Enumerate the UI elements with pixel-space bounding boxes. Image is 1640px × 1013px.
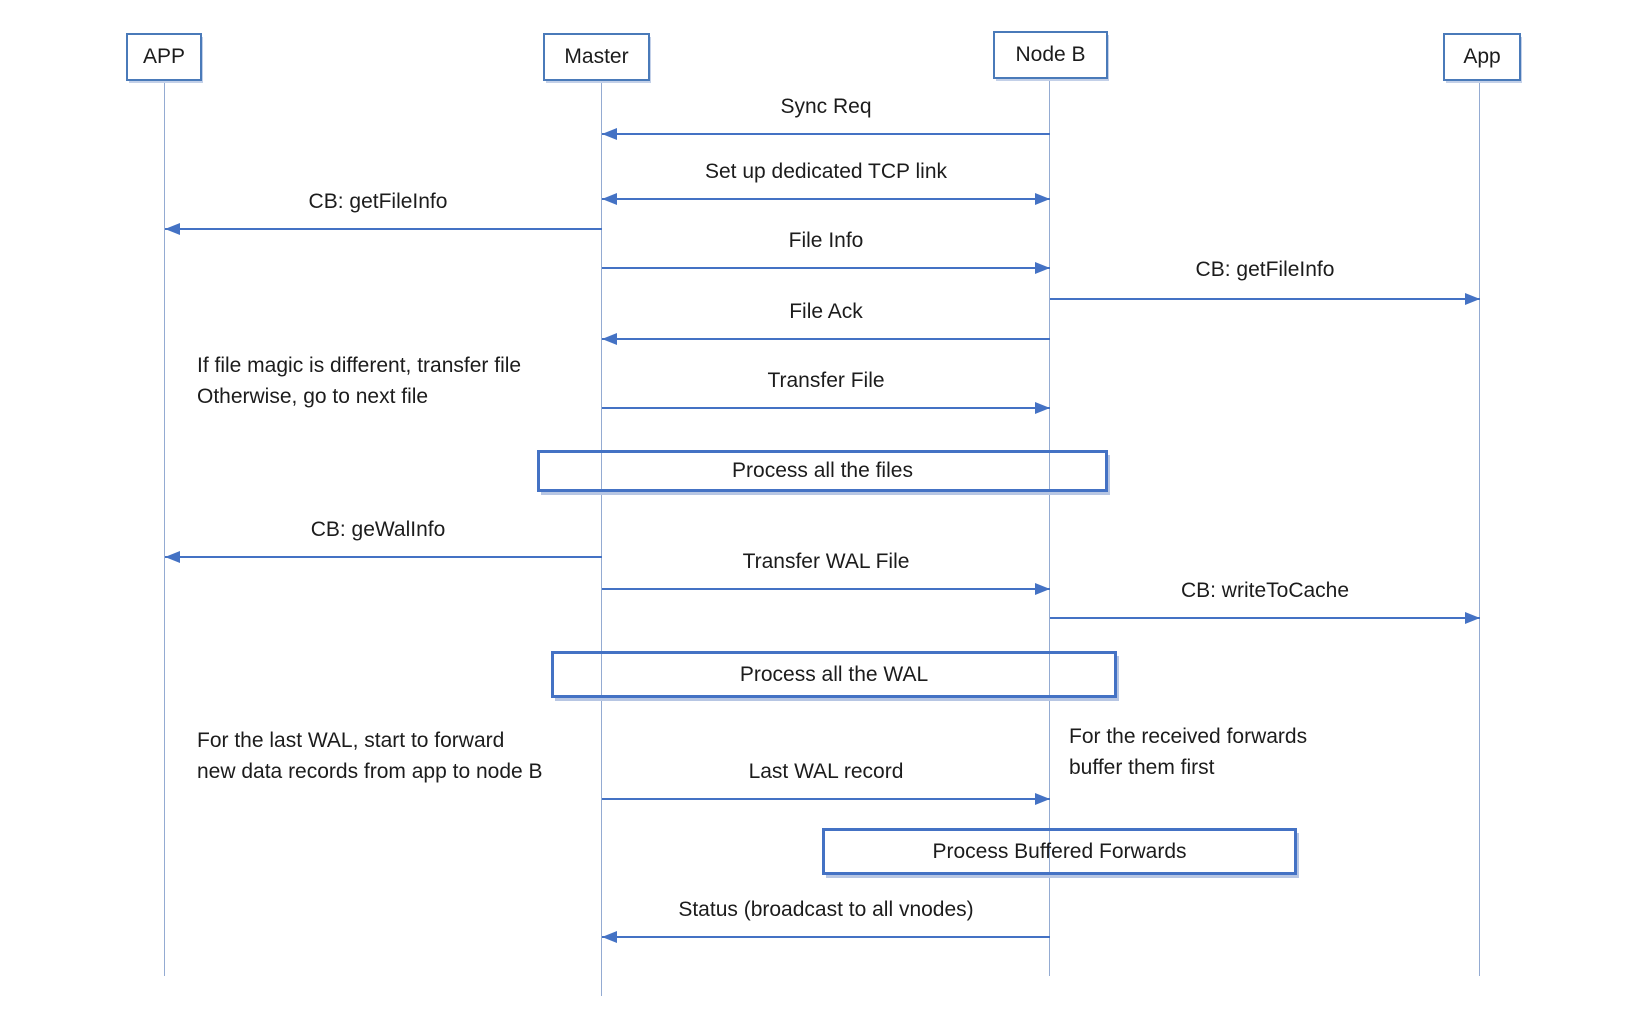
message-transfer-wal-label: Transfer WAL File — [742, 550, 910, 573]
message-last-wal-record-arrow-right-icon — [602, 793, 1050, 805]
message-tcp-link-arrow-both-icon — [602, 193, 1050, 205]
actor-master-label: Master — [564, 45, 629, 68]
process-box-buffered-forwards: Process Buffered Forwards — [822, 828, 1297, 875]
lifeline-node-b — [1049, 79, 1050, 976]
actor-node-b-label: Node B — [1015, 43, 1086, 66]
process-box-buffered-forwards-label: Process Buffered Forwards — [932, 839, 1187, 863]
message-sync-req-arrow-left-icon — [602, 128, 1050, 140]
note-last-wal-line2: new data records from app to node B — [197, 760, 543, 783]
actor-app-left: APP — [126, 33, 202, 81]
note-file-magic-line2: Otherwise, go to next file — [197, 385, 429, 408]
actor-master: Master — [543, 33, 650, 81]
lifeline-app-left — [164, 81, 165, 976]
note-received-forwards: For the received forwards buffer them fi… — [1069, 721, 1307, 783]
actor-node-b: Node B — [993, 31, 1108, 79]
message-cb-getfileinfo-right-arrow-right-icon — [1050, 293, 1480, 305]
note-file-magic-line1: If file magic is different, transfer fil… — [197, 354, 522, 377]
message-last-wal-record-label: Last WAL record — [748, 760, 904, 783]
message-status-label: Status (broadcast to all vnodes) — [678, 898, 974, 921]
process-box-files: Process all the files — [537, 450, 1108, 492]
actor-app-right-label: App — [1463, 45, 1501, 68]
process-box-wal: Process all the WAL — [551, 651, 1117, 698]
message-cb-writetocache-label: CB: writeToCache — [1180, 579, 1350, 602]
lifeline-app-right — [1479, 81, 1480, 976]
message-transfer-wal-arrow-right-icon — [602, 583, 1050, 595]
message-tcp-link-label: Set up dedicated TCP link — [704, 160, 948, 183]
note-received-forwards-line2: buffer them first — [1069, 756, 1215, 779]
message-cb-gewalinfo-label: CB: geWalInfo — [310, 518, 446, 541]
note-received-forwards-line1: For the received forwards — [1069, 725, 1308, 748]
process-box-files-label: Process all the files — [732, 459, 913, 482]
message-cb-getfileinfo-left-label: CB: getFileInfo — [308, 190, 448, 213]
message-cb-getfileinfo-left-arrow-left-icon — [165, 223, 602, 235]
message-file-info-label: File Info — [788, 229, 864, 252]
actor-app-left-label: APP — [142, 45, 186, 68]
message-cb-writetocache-arrow-right-icon — [1050, 612, 1480, 624]
message-status-arrow-left-icon — [602, 931, 1050, 943]
message-transfer-file-label: Transfer File — [767, 369, 885, 392]
message-file-ack-arrow-left-icon — [602, 333, 1050, 345]
actor-app-right: App — [1443, 33, 1521, 81]
message-file-info-arrow-right-icon — [602, 262, 1050, 274]
note-last-wal: For the last WAL, start to forward new d… — [197, 725, 543, 787]
message-cb-getfileinfo-right-label: CB: getFileInfo — [1195, 258, 1335, 281]
process-box-wal-label: Process all the WAL — [739, 662, 929, 686]
message-transfer-file-arrow-right-icon — [602, 402, 1050, 414]
message-sync-req-label: Sync Req — [780, 95, 872, 118]
note-last-wal-line1: For the last WAL, start to forward — [197, 729, 505, 752]
note-file-magic: If file magic is different, transfer fil… — [197, 350, 521, 412]
message-file-ack-label: File Ack — [789, 300, 863, 323]
lifeline-master — [601, 81, 602, 996]
message-cb-gewalinfo-arrow-left-icon — [165, 551, 602, 563]
